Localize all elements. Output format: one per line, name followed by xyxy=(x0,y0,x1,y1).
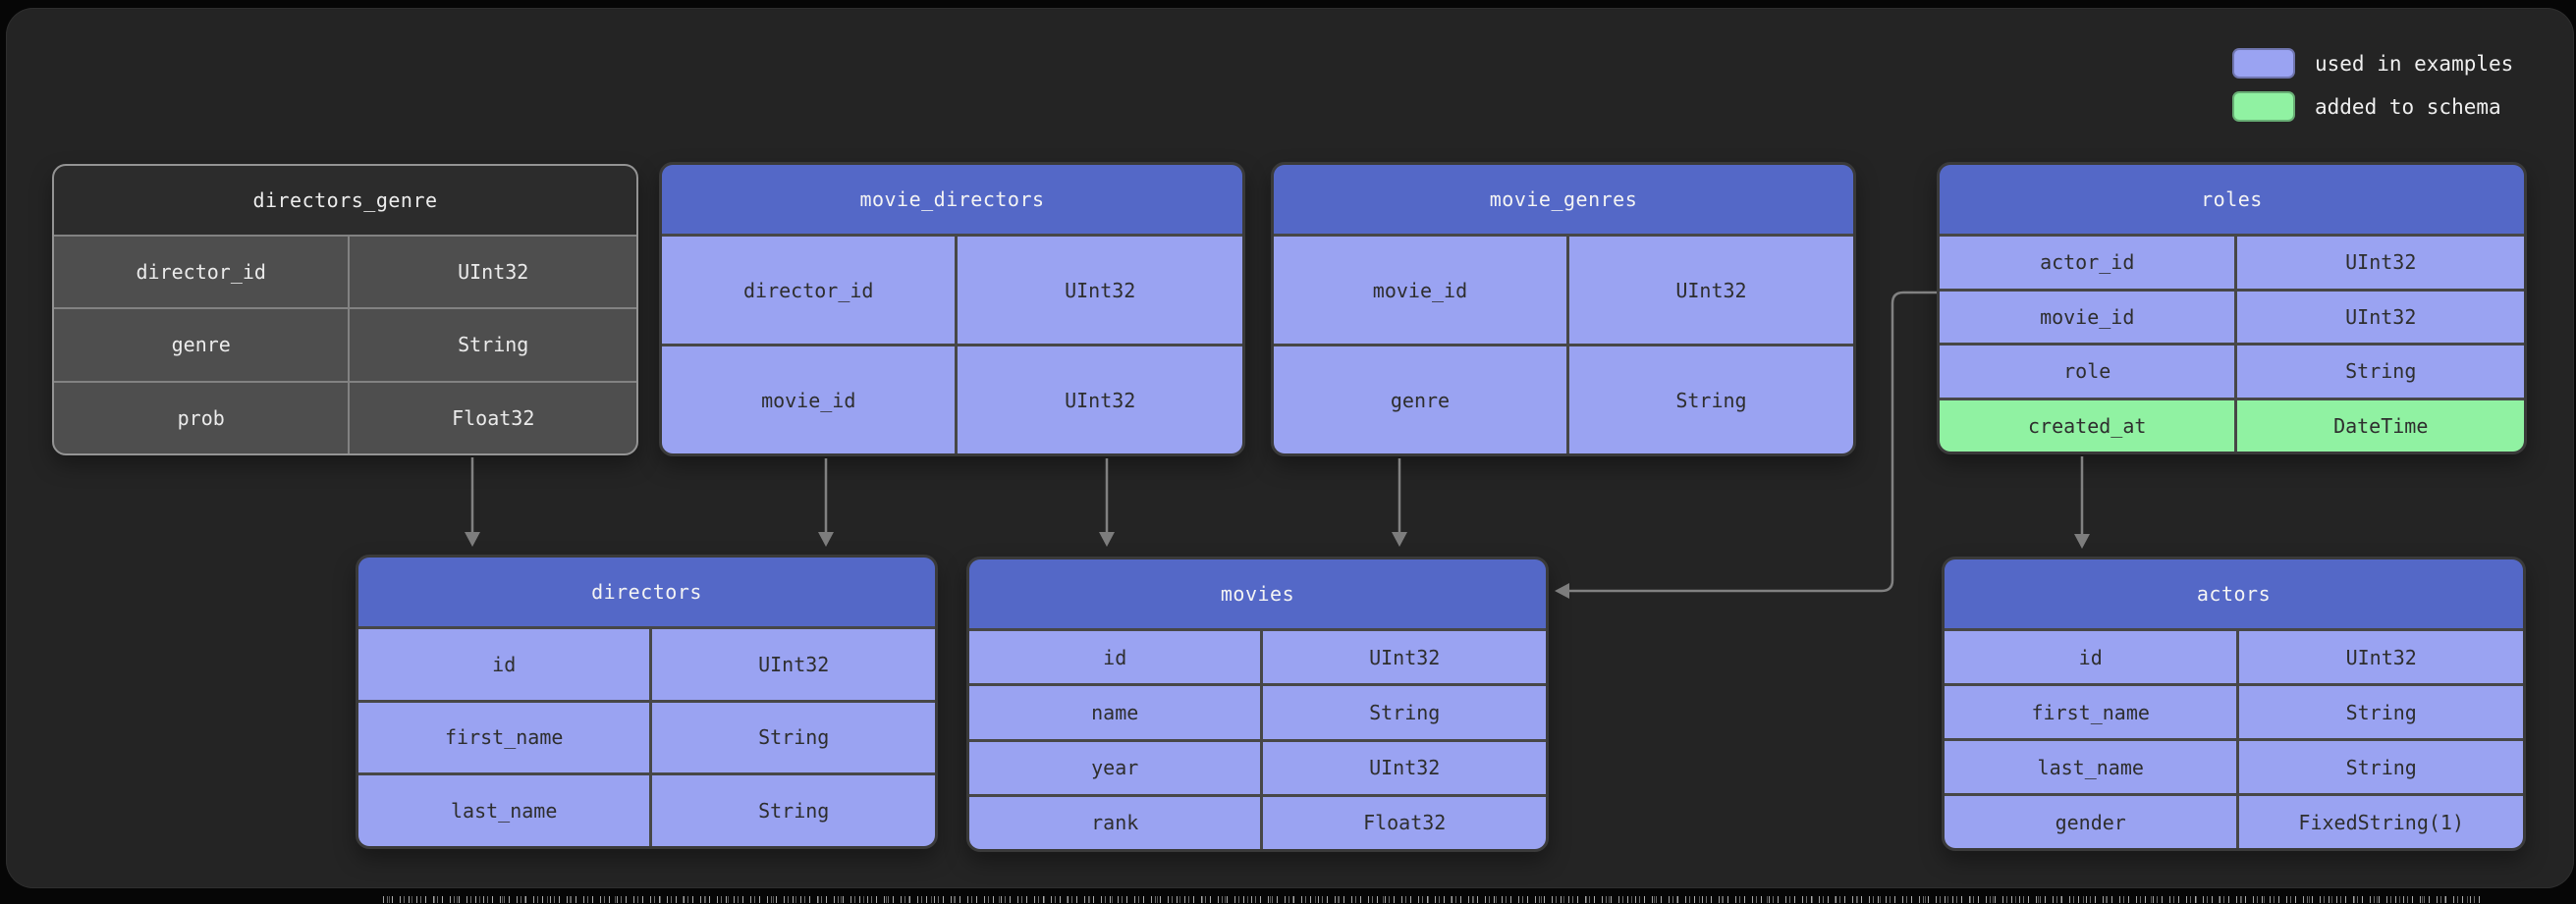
field-type-cell: String xyxy=(652,702,935,773)
legend-item-added: added to schema xyxy=(2232,91,2513,122)
field-type-cell: UInt32 xyxy=(350,237,636,308)
field-type-cell: Float32 xyxy=(1263,796,1546,849)
field-name-cell: genre xyxy=(1274,346,1566,453)
field-type-cell: UInt32 xyxy=(1263,741,1546,794)
field-type-cell: String xyxy=(350,309,636,381)
field-type-cell: UInt32 xyxy=(2237,237,2524,289)
field-name-cell: year xyxy=(969,741,1261,794)
legend-label-added-to-schema: added to schema xyxy=(2315,94,2501,119)
field-name-cell: last_name xyxy=(1945,741,2237,793)
field-name-cell: name xyxy=(969,686,1261,739)
field-name-cell: gender xyxy=(1945,796,2237,848)
field-name-cell: director_id xyxy=(54,237,349,308)
legend-label-used-in-examples: used in examples xyxy=(2315,51,2514,76)
field-type-cell: UInt32 xyxy=(652,629,935,700)
table-title: movie_directors xyxy=(662,165,1242,234)
field-type-cell: UInt32 xyxy=(2239,631,2523,683)
field-name-cell: rank xyxy=(969,796,1261,849)
legend-item-used: used in examples xyxy=(2232,48,2513,79)
field-type-cell: UInt32 xyxy=(1568,237,1853,344)
field-name-cell: genre xyxy=(54,309,349,381)
field-type-cell: FixedString(1) xyxy=(2239,796,2523,848)
field-type-cell: UInt32 xyxy=(1263,631,1546,684)
field-name-cell: role xyxy=(1940,346,2235,398)
field-name-cell: id xyxy=(1945,631,2237,683)
field-type-cell: UInt32 xyxy=(958,237,1242,344)
clipped-content-strip xyxy=(383,896,2485,903)
field-name-cell: created_at xyxy=(1940,399,2235,452)
legend: used in examples added to schema xyxy=(2232,48,2513,122)
table-title: roles xyxy=(1940,165,2524,234)
table-title: movie_genres xyxy=(1274,165,1853,234)
field-type-cell: String xyxy=(1263,686,1546,739)
field-name-cell: movie_id xyxy=(662,346,956,453)
field-name-cell: director_id xyxy=(662,237,956,344)
field-name-cell: movie_id xyxy=(1940,291,2235,343)
table-title: movies xyxy=(969,559,1546,628)
field-name-cell: id xyxy=(969,631,1261,684)
legend-swatch-used-in-examples xyxy=(2232,48,2295,79)
field-name-cell: last_name xyxy=(358,775,650,846)
table-title: directors_genre xyxy=(54,166,636,235)
field-name-cell: first_name xyxy=(358,702,650,773)
field-type-cell: Float32 xyxy=(350,382,636,453)
field-type-cell: DateTime xyxy=(2237,399,2524,452)
field-type-cell: UInt32 xyxy=(958,346,1242,453)
field-name-cell: id xyxy=(358,629,650,700)
table-title: actors xyxy=(1945,559,2523,628)
field-name-cell: movie_id xyxy=(1274,237,1566,344)
field-type-cell: UInt32 xyxy=(2237,291,2524,343)
field-type-cell: String xyxy=(2237,346,2524,398)
table-title: directors xyxy=(358,558,935,626)
field-type-cell: String xyxy=(1568,346,1853,453)
field-name-cell: actor_id xyxy=(1940,237,2235,289)
field-name-cell: prob xyxy=(54,382,349,453)
field-type-cell: String xyxy=(652,775,935,846)
field-name-cell: first_name xyxy=(1945,686,2237,738)
legend-swatch-added-to-schema xyxy=(2232,91,2295,122)
field-type-cell: String xyxy=(2239,686,2523,738)
field-type-cell: String xyxy=(2239,741,2523,793)
